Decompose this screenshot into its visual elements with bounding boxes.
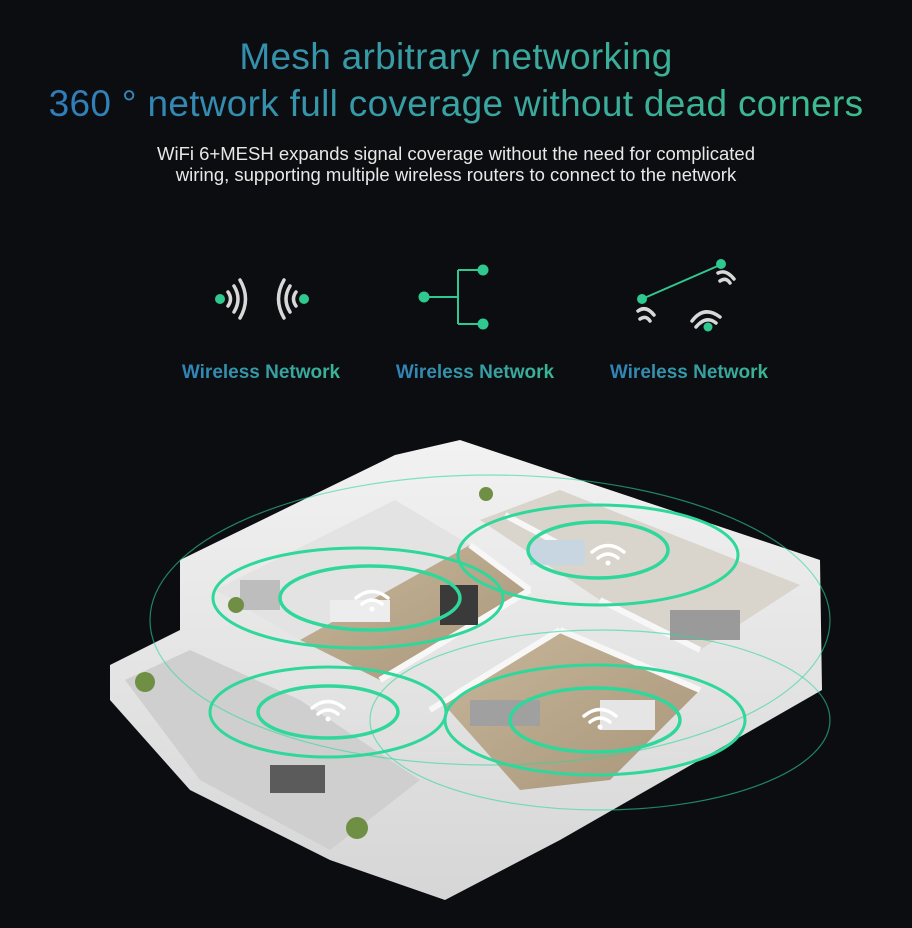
wifi-signal-icon <box>310 543 626 724</box>
wifi-pair-icon <box>210 270 314 331</box>
subtitle-line-1: WiFi 6+MESH expands signal coverage with… <box>157 143 755 164</box>
furniture <box>135 487 740 839</box>
feature-label-3: Wireless Network <box>579 362 799 384</box>
branch-network-icon <box>414 260 494 341</box>
headline-line-2: 360 ° network full coverage without dead… <box>0 83 912 125</box>
mesh-nodes-icon <box>630 255 742 344</box>
feature-label-2: Wireless Network <box>365 362 585 384</box>
feature-label-1: Wireless Network <box>151 362 371 384</box>
subtitle-line-2: wiring, supporting multiple wireless rou… <box>175 164 737 185</box>
terrace-floor <box>125 650 420 850</box>
subtitle: WiFi 6+MESH expands signal coverage with… <box>100 143 812 185</box>
floorplan-illustration <box>0 420 912 928</box>
headline-line-1: Mesh arbitrary networking <box>0 36 912 78</box>
signal-rings <box>149 474 831 811</box>
